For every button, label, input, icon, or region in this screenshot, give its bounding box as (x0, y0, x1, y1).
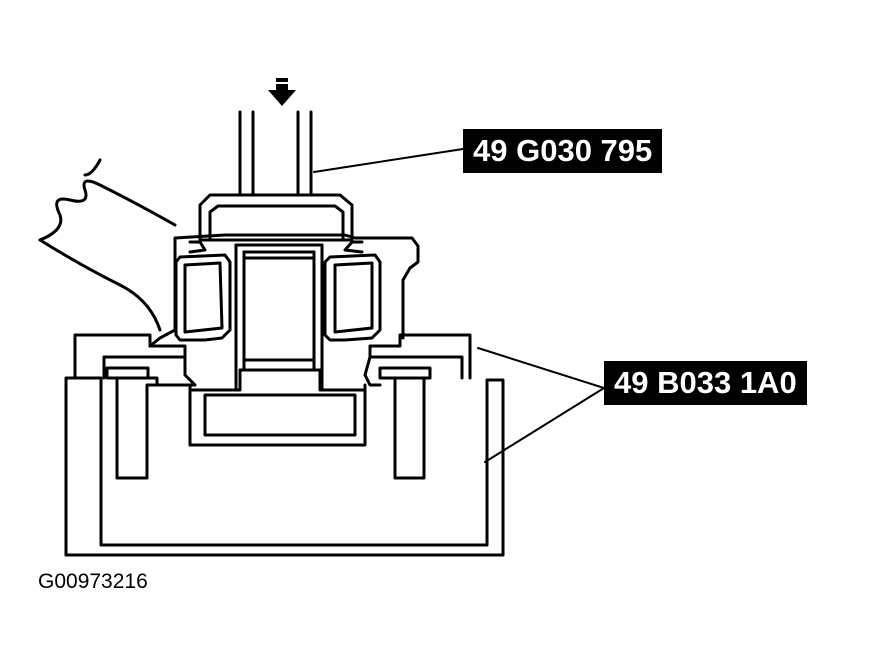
callout-upper-tool-label: 49 G030 795 (463, 129, 663, 173)
left-bearing-race (176, 255, 230, 340)
press-arm (40, 160, 175, 330)
leader-lines (314, 149, 604, 462)
lower-tool-collar (75, 335, 470, 378)
callout-lower-tool-label: 49 B033 1A0 (604, 361, 807, 405)
left-support-post (107, 368, 157, 478)
figure-id-label: G00973216 (38, 570, 148, 593)
center-shaft (236, 245, 322, 390)
arrow-down-icon (268, 78, 296, 106)
hub-body (190, 370, 365, 445)
upper-press-tool (190, 112, 362, 252)
lower-tool-body (66, 378, 503, 555)
right-support-post (380, 368, 430, 478)
right-bearing-race (325, 255, 380, 340)
